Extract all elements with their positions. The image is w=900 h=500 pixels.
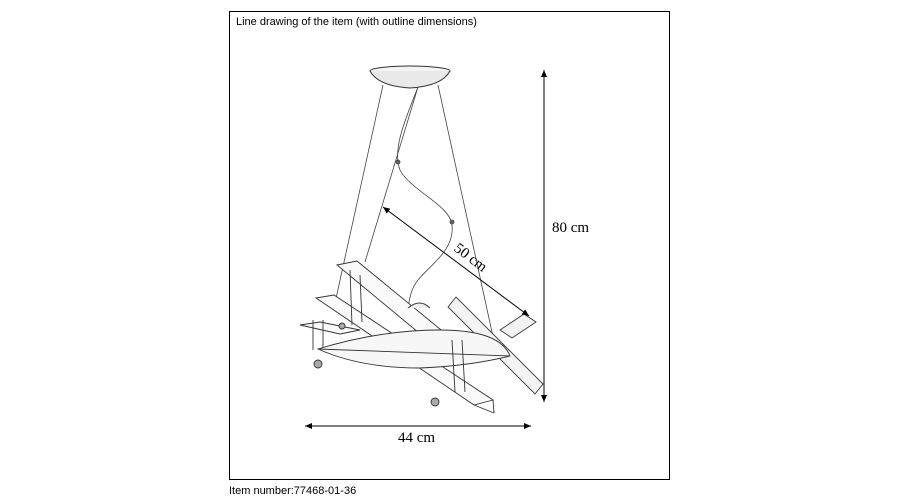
dimension-lines [305, 70, 547, 429]
drawing-caption: Line drawing of the item (with outline d… [236, 16, 477, 28]
diagonal-dimension-label: 50 cm [451, 240, 491, 275]
airplane-lamp [299, 260, 544, 414]
diagonal-dimension-line [382, 206, 530, 317]
width-dimension-label: 44 cm [398, 430, 435, 446]
ceiling-canopy [369, 65, 451, 89]
drawing-frame: Line drawing of the item (with outline d… [229, 11, 670, 480]
height-dimension-label: 80 cm [552, 220, 589, 236]
item-number: Item number:77468-01-36 [229, 485, 357, 497]
